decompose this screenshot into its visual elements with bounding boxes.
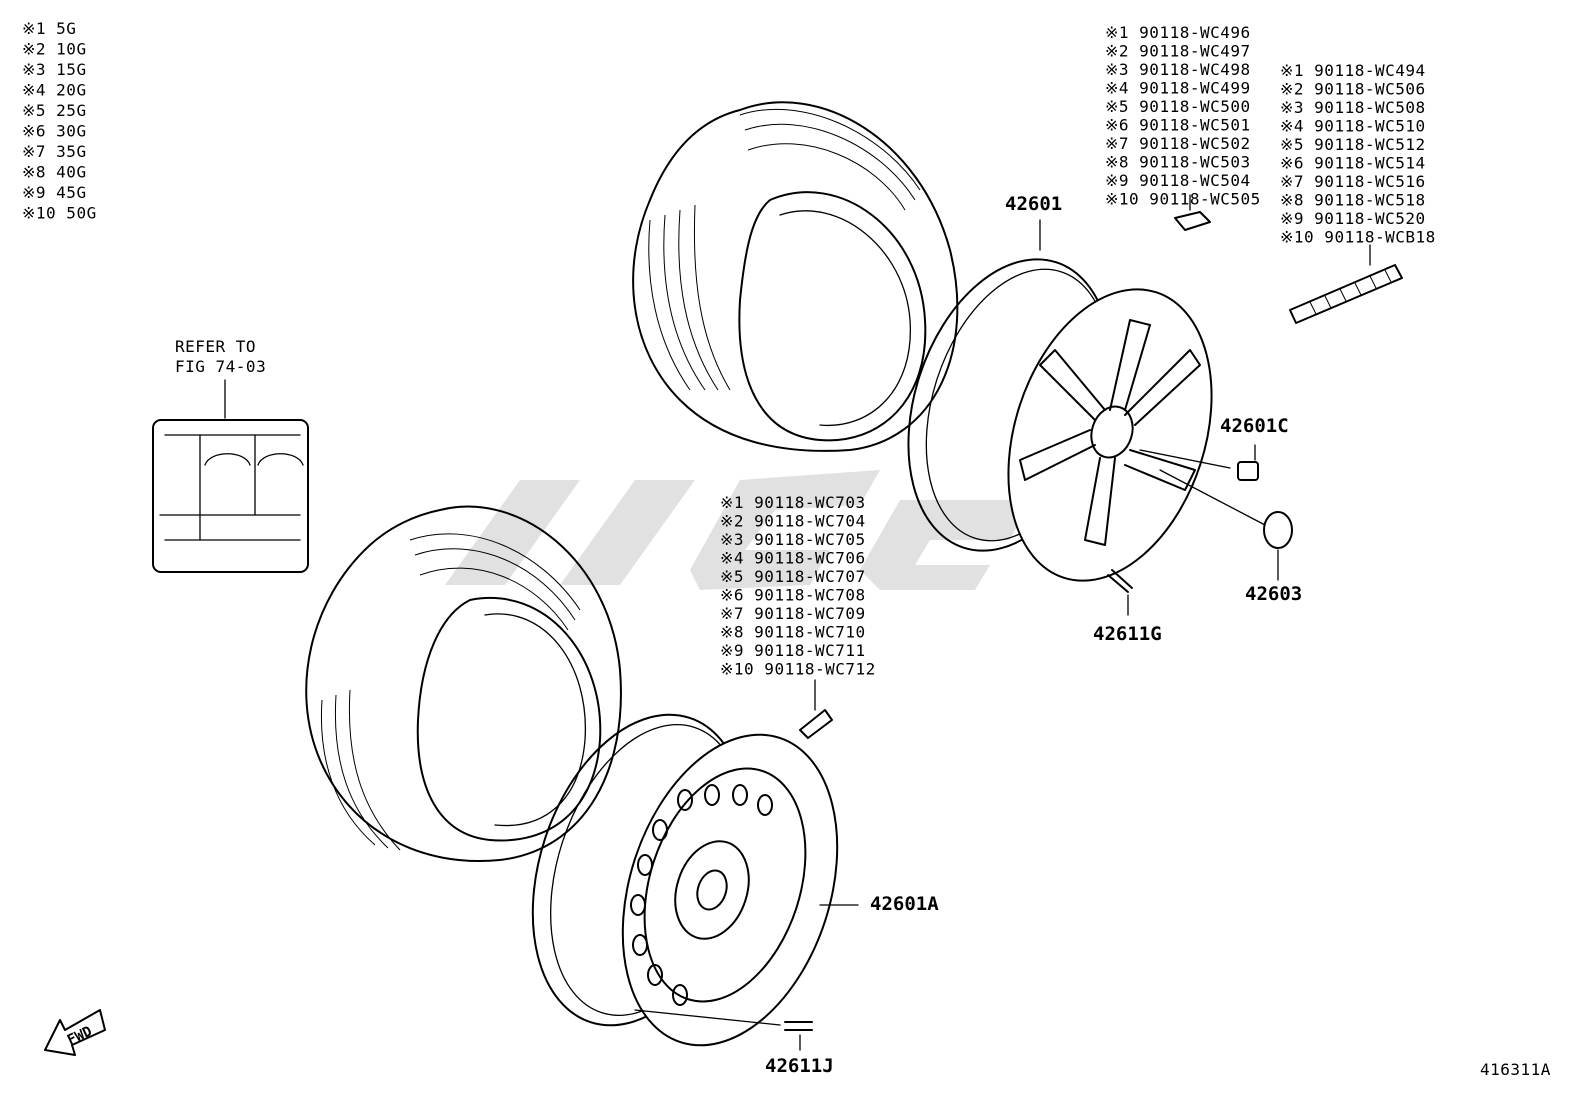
legend-weight-6: ※6 30G	[22, 122, 87, 141]
part-number-wheel-alloy: 42601	[1005, 193, 1062, 215]
part-number-wheel-steel: 42601A	[870, 893, 939, 915]
tire-lower	[305, 505, 622, 862]
clip-weight-alloy-part-5: ※5 90118-WC500	[1105, 97, 1251, 116]
legend-weight-2: ※2 10G	[22, 40, 87, 59]
weights-adhesive-list: ※1 90118-WC494※2 90118-WC506※3 90118-WC5…	[1280, 61, 1436, 247]
clip-weight-steel-part-3: ※3 90118-WC705	[720, 530, 866, 549]
adhesive-weight-part-3: ※3 90118-WC508	[1280, 98, 1426, 117]
part-number-cap: 42603	[1245, 583, 1302, 605]
center-cap	[1263, 511, 1293, 549]
adhesive-weight-part-1: ※1 90118-WC494	[1280, 61, 1426, 80]
figure-id: 416311A	[1480, 1060, 1551, 1079]
valve-stem-alloy	[1107, 569, 1133, 593]
legend-weight-1: ※1 5G	[22, 19, 76, 38]
adhesive-weight-part-6: ※6 90118-WC514	[1280, 154, 1426, 173]
clip-weight-steel-part-4: ※4 90118-WC706	[720, 549, 866, 568]
tire-upper	[632, 101, 959, 452]
clip-weight-steel-part-8: ※8 90118-WC710	[720, 623, 866, 642]
clip-weight-alloy-part-4: ※4 90118-WC499	[1105, 79, 1251, 98]
clip-weight-steel-part-10: ※10 90118-WC712	[720, 660, 876, 679]
watermark-logo	[445, 470, 1030, 590]
part-number-valve-steel: 42611J	[765, 1055, 834, 1077]
clip-weight-steel-part-7: ※7 90118-WC709	[720, 604, 866, 623]
clip-weight-steel-part-9: ※9 90118-WC711	[720, 641, 866, 660]
part-number-valve-alloy: 42611G	[1093, 623, 1162, 645]
clip-weight-alloy-part-7: ※7 90118-WC502	[1105, 134, 1251, 153]
legend-weight-9: ※9 45G	[22, 183, 87, 202]
adhesive-weight-part-8: ※8 90118-WC518	[1280, 191, 1426, 210]
legend-weight-3: ※3 15G	[22, 60, 87, 79]
tire-pressure-label	[152, 419, 309, 573]
refer-note-line1: REFER TO	[175, 337, 256, 356]
adhesive-weight-part-9: ※9 90118-WC520	[1280, 209, 1426, 228]
legend-weights: ※1 5G ※2 10G※3 15G ※4 20G※5 25G ※6 30G※7 35…	[22, 19, 97, 223]
legend-weight-7: ※7 35G	[22, 142, 87, 161]
steel-wheel	[531, 713, 839, 1047]
clip-weight-steel-part-1: ※1 90118-WC703	[720, 493, 866, 512]
adhesive-weight-part-5: ※5 90118-WC512	[1280, 135, 1426, 154]
valve-stem-steel	[784, 1021, 813, 1031]
legend-weight-5: ※5 25G	[22, 101, 87, 120]
weights-clip-alloy-list: ※1 90118-WC496※2 90118-WC497※3 90118-WC4…	[1105, 23, 1261, 209]
legend-weight-10: ※10 50G	[22, 204, 97, 223]
adhesive-weight-part-2: ※2 90118-WC506	[1280, 80, 1426, 99]
clip-weight-steel-part-2: ※2 90118-WC704	[720, 512, 866, 531]
legend-weight-8: ※8 40G	[22, 163, 87, 182]
fwd-arrow	[44, 1009, 106, 1056]
adhesive-weight-part-10: ※10 90118-WCB18	[1280, 228, 1436, 247]
clip-weight-alloy	[1174, 211, 1211, 231]
adhesive-weight-part-4: ※4 90118-WC510	[1280, 117, 1426, 136]
clip-weight-steel	[799, 709, 833, 739]
clip-weight-alloy-part-2: ※2 90118-WC497	[1105, 42, 1251, 61]
weights-clip-steel-list: ※1 90118-WC703※2 90118-WC704※3 90118-WC7…	[720, 493, 876, 679]
clip-weight-alloy-part-8: ※8 90118-WC503	[1105, 153, 1251, 172]
clip-weight-alloy-part-3: ※3 90118-WC498	[1105, 60, 1251, 79]
refer-note-line2: FIG 74-03	[175, 357, 266, 376]
adhesive-weight-part-7: ※7 90118-WC516	[1280, 172, 1426, 191]
legend-weight-4: ※4 20G	[22, 81, 87, 100]
clip-weight-alloy-part-9: ※9 90118-WC504	[1105, 171, 1251, 190]
clip-weight-alloy-part-6: ※6 90118-WC501	[1105, 116, 1251, 135]
clip-weight-steel-part-5: ※5 90118-WC707	[720, 567, 866, 586]
steel-wheel-holes	[630, 784, 773, 1006]
clip-weight-alloy-part-10: ※10 90118-WC505	[1105, 190, 1261, 209]
alloy-wheel	[907, 258, 1213, 582]
wheel-nut	[1237, 461, 1259, 481]
clip-weight-steel-part-6: ※6 90118-WC708	[720, 586, 866, 605]
adhesive-weight-strip	[1289, 264, 1403, 324]
leader-lines	[224, 194, 1371, 1051]
part-number-nut: 42601C	[1220, 415, 1289, 437]
clip-weight-alloy-part-1: ※1 90118-WC496	[1105, 23, 1251, 42]
